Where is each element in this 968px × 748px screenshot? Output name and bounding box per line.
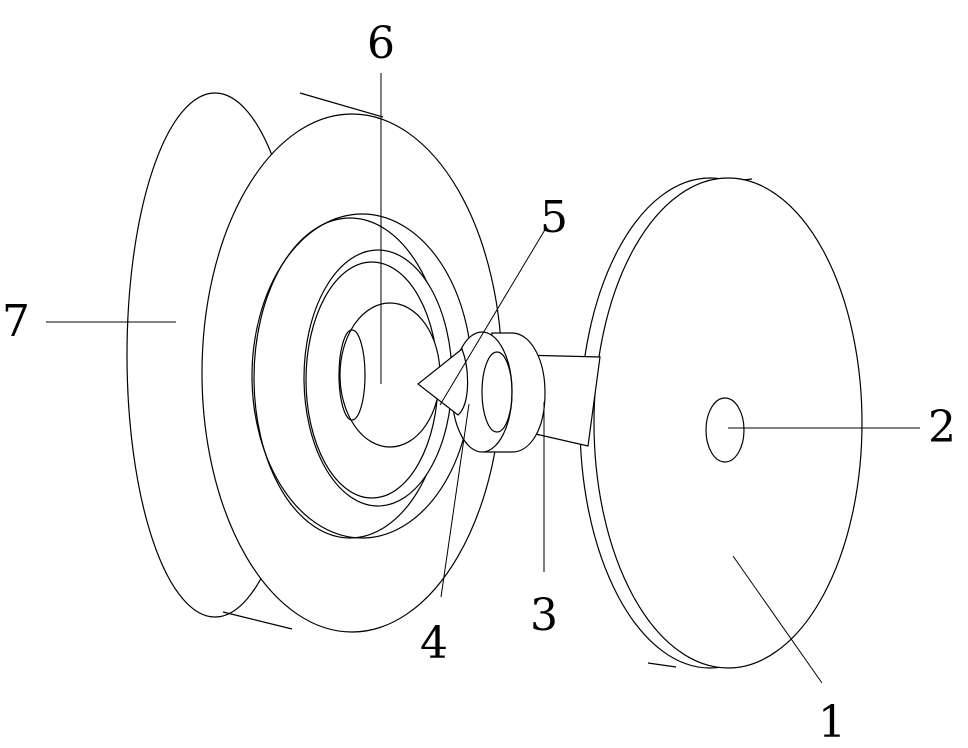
part-labels: 6 5 7 2 3 4 1 [2, 18, 956, 748]
cone-tip-body [417, 348, 469, 416]
collar-inner-face [481, 351, 513, 433]
label-5: 5 [540, 192, 568, 243]
cone-tip-5 [417, 348, 469, 416]
center-hole-2 [705, 397, 745, 463]
label-1: 1 [818, 697, 846, 748]
center-bore-inner [338, 329, 366, 421]
wheel-rim-top [299, 92, 384, 118]
label-4: 4 [420, 618, 448, 669]
leader-5 [439, 227, 547, 406]
wheel-7 [126, 92, 503, 633]
label-3: 3 [530, 590, 558, 641]
leader-lines [46, 73, 920, 684]
label-7: 7 [2, 296, 30, 347]
collar-4 [451, 331, 546, 453]
center-bore-6 [339, 302, 441, 448]
label-2: 2 [928, 402, 956, 453]
disc-1 [579, 177, 863, 669]
disc-edge-bottom [647, 662, 677, 668]
label-6: 6 [367, 18, 395, 69]
wheel-rim-bottom [222, 611, 293, 630]
leader-4 [440, 403, 470, 598]
leader-1 [732, 555, 823, 684]
